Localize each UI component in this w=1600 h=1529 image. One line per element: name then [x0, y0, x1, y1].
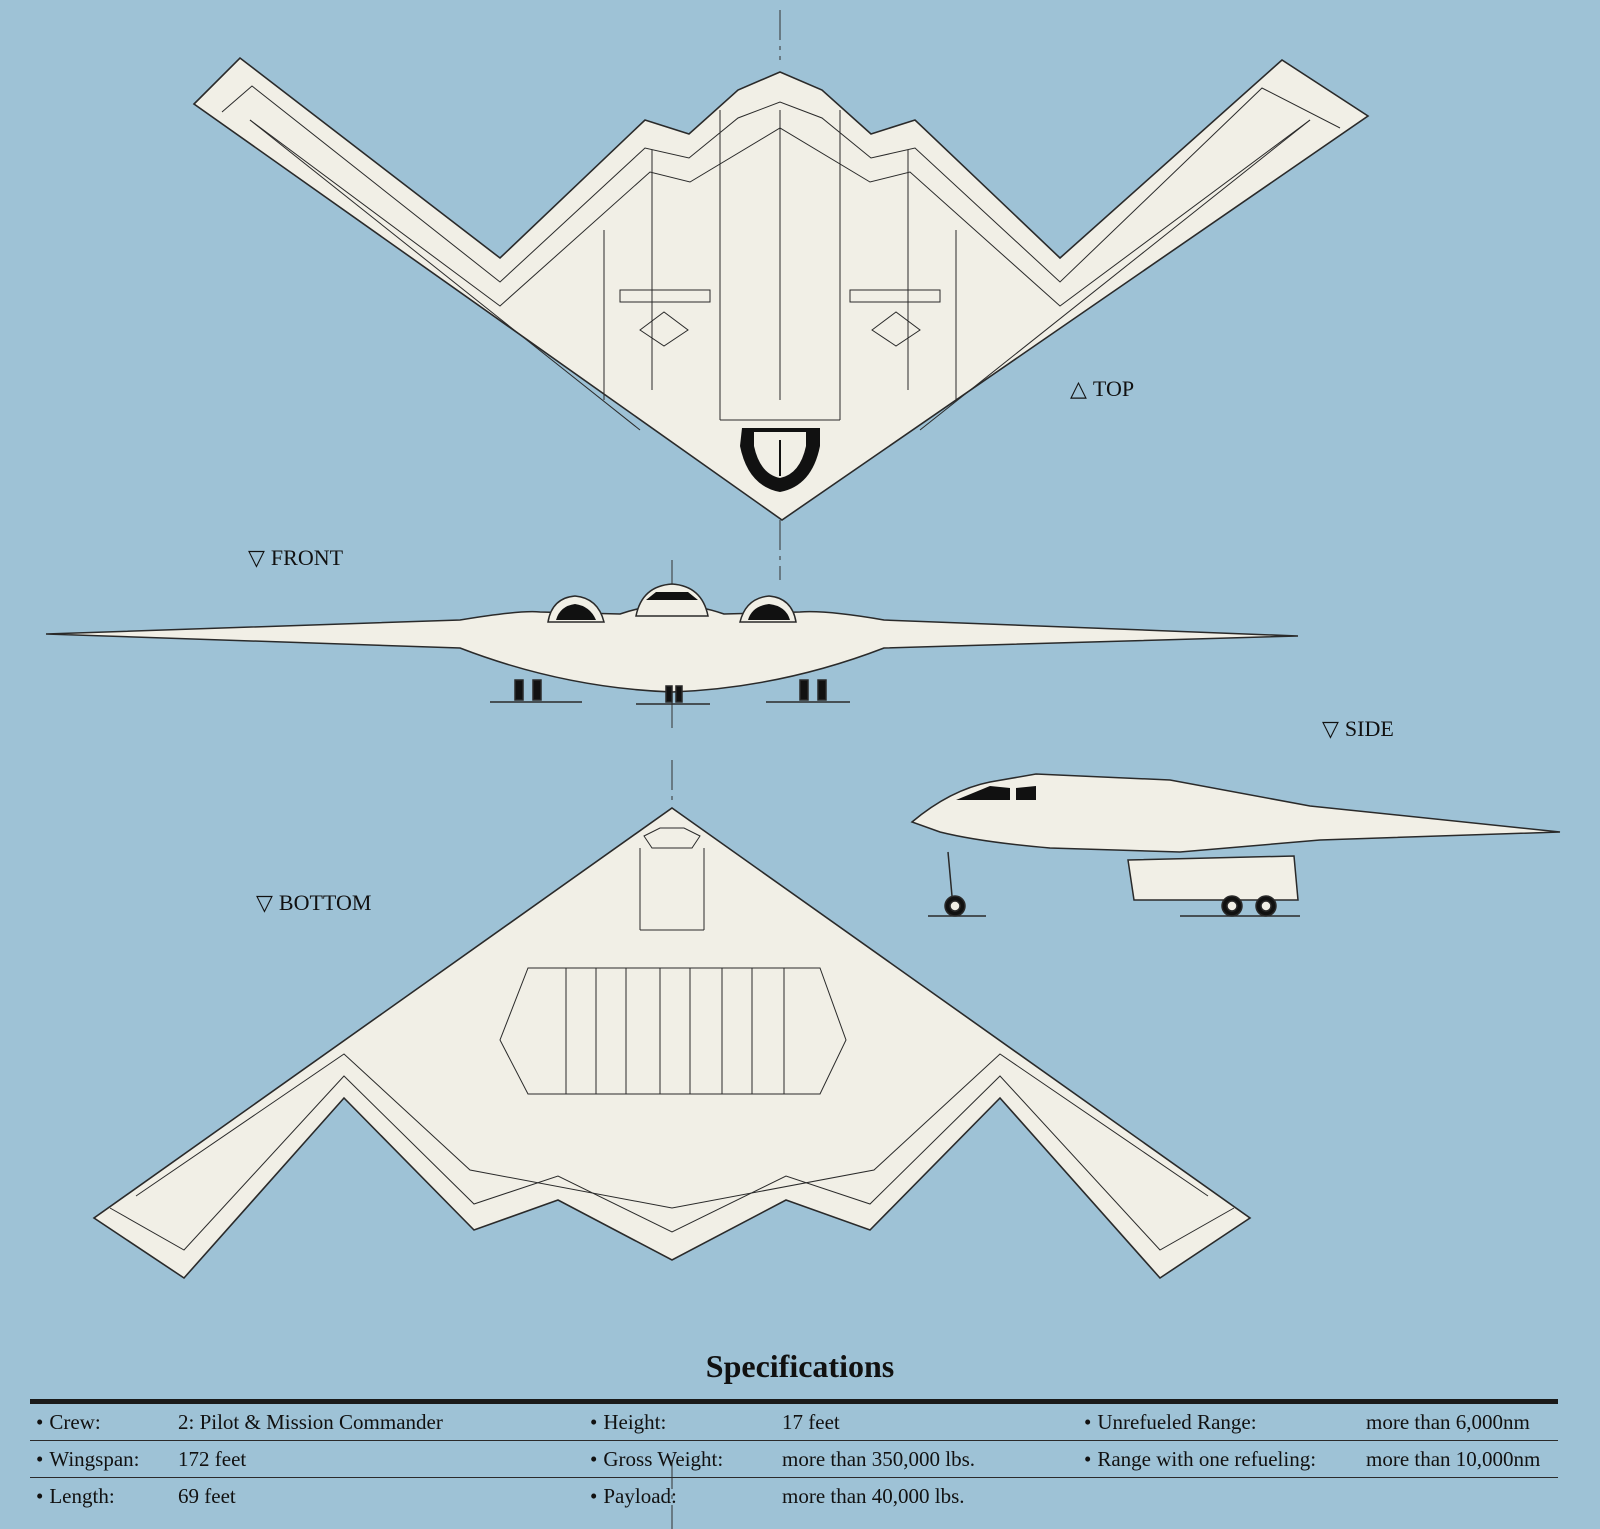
spec-label: Payload: — [603, 1484, 677, 1508]
triangle-up-icon: △ — [1070, 376, 1087, 401]
spec-value: 17 feet — [782, 1410, 840, 1434]
spec-row: •Length: 69 feet •Payload: more than 40,… — [30, 1478, 1558, 1515]
view-label-bottom: ▽BOTTOM — [256, 890, 372, 915]
top-view-aircraft — [192, 56, 1370, 521]
specifications-rule — [30, 1399, 1558, 1404]
bottom-view-aircraft — [92, 807, 1252, 1280]
spec-label: Height: — [603, 1410, 667, 1434]
spec-label: Gross Weight: — [603, 1447, 724, 1471]
spec-value: 172 feet — [178, 1447, 247, 1471]
triangle-down-icon: ▽ — [1322, 716, 1339, 741]
spec-value: more than 10,000nm — [1366, 1447, 1541, 1471]
side-view-aircraft — [910, 773, 1561, 917]
spec-label: Unrefueled Range: — [1097, 1410, 1257, 1434]
spec-value: 69 feet — [178, 1484, 236, 1508]
spec-value: more than 6,000nm — [1366, 1410, 1530, 1434]
spec-value — [1360, 1478, 1558, 1515]
spec-row: •Crew: 2: Pilot & Mission Commander •Hei… — [30, 1404, 1558, 1441]
spec-row: •Wingspan: 172 feet •Gross Weight: more … — [30, 1441, 1558, 1478]
view-label-front: ▽FRONT — [248, 545, 344, 570]
specifications-table: •Crew: 2: Pilot & Mission Commander •Hei… — [30, 1404, 1558, 1514]
spec-value: more than 40,000 lbs. — [782, 1484, 965, 1508]
triangle-down-icon: ▽ — [256, 890, 273, 915]
spec-label: Length: — [49, 1484, 115, 1508]
view-label-top: △TOP — [1070, 376, 1135, 401]
spec-value: more than 350,000 lbs. — [782, 1447, 976, 1471]
spec-label: Wingspan: — [49, 1447, 140, 1471]
spec-label: Crew: — [49, 1410, 101, 1434]
triangle-down-icon: ▽ — [248, 545, 265, 570]
view-label-side: ▽SIDE — [1322, 716, 1394, 741]
front-landing-gear — [490, 679, 850, 705]
front-view-aircraft — [45, 583, 1299, 705]
spec-label: Range with one refueling: — [1097, 1447, 1317, 1471]
spec-value: 2: Pilot & Mission Commander — [178, 1410, 443, 1434]
specifications-title: Specifications — [705, 1348, 895, 1384]
